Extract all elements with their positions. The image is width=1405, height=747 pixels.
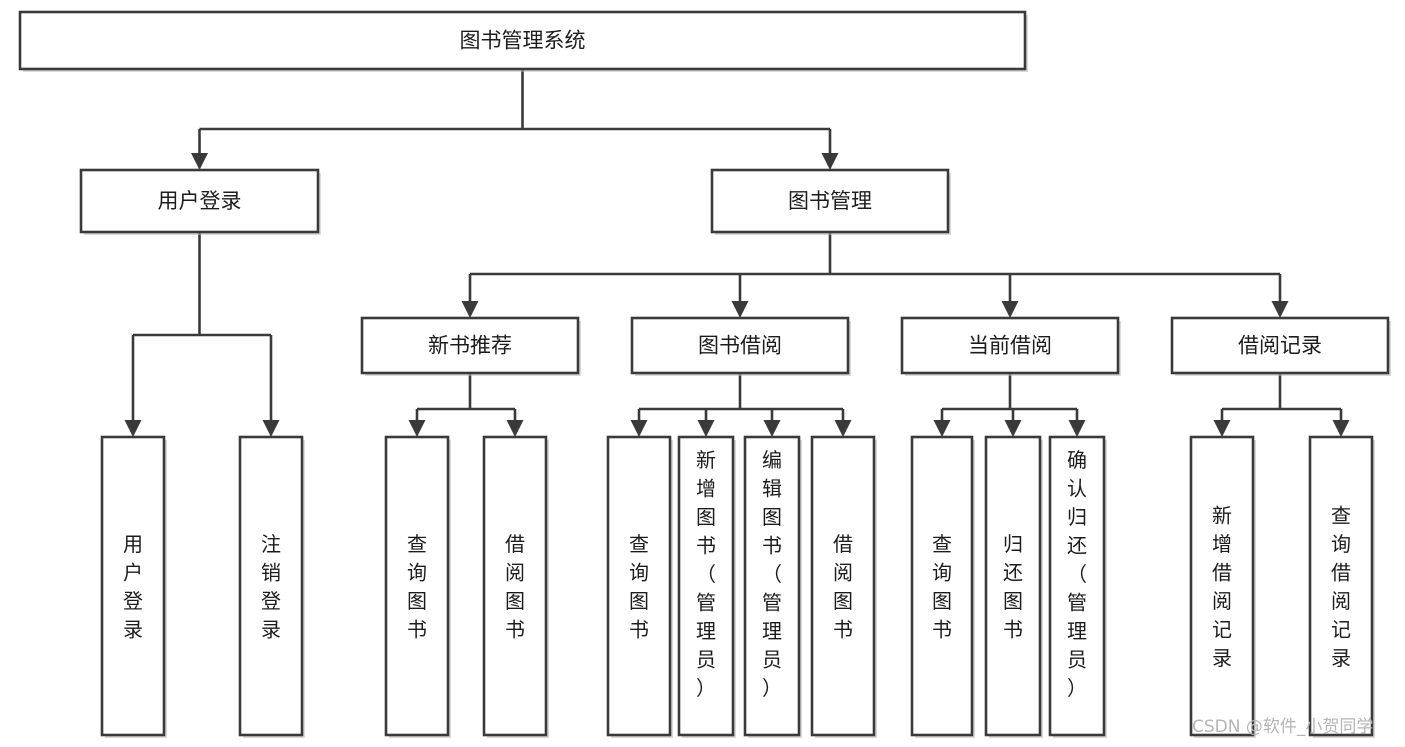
node-rect[interactable] [606, 435, 672, 737]
node-label: 图书管理 [788, 189, 872, 213]
node-boxes-group: 图书管理系统用户登录图书管理新书推荐图书借阅当前借阅借阅记录用户登录注销登录查询… [18, 10, 1391, 738]
node-rect[interactable] [1308, 435, 1374, 737]
node-label: 新增图书（管理员） [696, 448, 716, 700]
arrow-head-icon [821, 153, 839, 170]
node-rect[interactable] [100, 435, 166, 737]
node-label: 确认归还（管理员） [1067, 448, 1087, 700]
connector-group-book-borrow [630, 373, 852, 437]
arrow-head-icon [1332, 420, 1350, 437]
arrow-head-icon [1068, 420, 1086, 437]
node-label: 归还图书 [1003, 532, 1023, 642]
arrow-head-icon [461, 301, 479, 318]
node-rect[interactable] [910, 435, 974, 737]
node-leaf-leaf-return-book[interactable]: 归还图书 [984, 435, 1043, 738]
node-rect[interactable] [18, 10, 1027, 71]
node-label: 借阅记录 [1238, 334, 1322, 358]
node-rect[interactable] [710, 168, 950, 234]
node-level3-new-book-recommend[interactable]: 新书推荐 [360, 316, 581, 376]
connector-group-borrow-record [1213, 373, 1350, 437]
node-rect[interactable] [360, 316, 580, 375]
connector-group-root [191, 69, 839, 170]
arrow-head-icon [191, 153, 208, 170]
node-rect[interactable] [482, 435, 548, 737]
connector-group-book-management [461, 232, 1289, 318]
arrow-head-icon [697, 420, 715, 437]
node-label: 编辑图书（管理员） [762, 448, 782, 700]
node-leaf-leaf-logout-login[interactable]: 注销登录 [238, 435, 305, 738]
node-label: 新书推荐 [428, 334, 512, 358]
node-rect[interactable] [677, 435, 735, 737]
node-label: 当前借阅 [968, 334, 1052, 358]
connector-group-current-borrow [933, 373, 1086, 437]
node-rect[interactable] [1048, 435, 1106, 737]
node-rect[interactable] [810, 435, 876, 737]
node-level2-user-login[interactable]: 用户登录 [79, 168, 321, 235]
node-rect[interactable] [1170, 316, 1390, 375]
node-label: 查询图书 [932, 532, 952, 642]
node-label: 新增借阅记录 [1212, 504, 1232, 671]
arrow-head-icon [262, 420, 280, 437]
arrow-head-icon [763, 420, 781, 437]
arrow-head-icon [834, 420, 852, 437]
arrow-head-icon [408, 420, 426, 437]
csdn-watermark: CSDN @软件_小贺同学 [1192, 717, 1373, 737]
node-label: 用户登录 [123, 532, 143, 642]
arrow-head-icon [1213, 420, 1231, 437]
node-leaf-leaf-user-login[interactable]: 用户登录 [100, 435, 167, 738]
node-label: 查询借阅记录 [1331, 504, 1351, 671]
node-leaf-leaf-add-book-admin[interactable]: 新增图书（管理员） [677, 435, 736, 738]
node-label: 查询图书 [629, 532, 649, 642]
node-leaf-leaf-add-borrow-record[interactable]: 新增借阅记录 [1189, 435, 1256, 738]
node-leaf-leaf-query-borrow-record[interactable]: 查询借阅记录 [1308, 435, 1375, 738]
node-leaf-leaf-borrow-book-borrow[interactable]: 借阅图书 [810, 435, 877, 738]
arrow-head-icon [731, 301, 749, 318]
node-rect[interactable] [79, 168, 320, 234]
node-leaf-leaf-query-book-borrow[interactable]: 查询图书 [606, 435, 673, 738]
node-rect[interactable] [384, 435, 450, 737]
node-rect[interactable] [238, 435, 304, 737]
arrow-head-icon [506, 420, 524, 437]
node-level3-borrow-record[interactable]: 借阅记录 [1170, 316, 1391, 376]
node-label: 图书借阅 [698, 334, 782, 358]
arrow-head-icon [1001, 301, 1019, 318]
node-rect[interactable] [900, 316, 1120, 375]
node-rect[interactable] [743, 435, 801, 737]
node-level3-current-borrow[interactable]: 当前借阅 [900, 316, 1121, 376]
node-label: 图书管理系统 [460, 29, 586, 53]
arrow-head-icon [1004, 420, 1022, 437]
node-rect[interactable] [630, 316, 850, 375]
node-label: 用户登录 [158, 189, 242, 213]
connector-group-user-login [124, 232, 280, 437]
connector-lines-group [124, 69, 1350, 437]
node-leaf-leaf-confirm-return-admin[interactable]: 确认归还（管理员） [1048, 435, 1107, 738]
node-label: 借阅图书 [833, 532, 853, 642]
node-level2-book-management[interactable]: 图书管理 [710, 168, 951, 235]
node-label: 注销登录 [261, 532, 281, 642]
node-leaf-leaf-query-book-current[interactable]: 查询图书 [910, 435, 975, 738]
node-leaf-leaf-borrow-book-rec[interactable]: 借阅图书 [482, 435, 549, 738]
node-label: 查询图书 [407, 532, 427, 642]
node-leaf-leaf-edit-book-admin[interactable]: 编辑图书（管理员） [743, 435, 802, 738]
node-root-root[interactable]: 图书管理系统 [18, 10, 1028, 72]
node-label: 借阅图书 [505, 532, 525, 642]
node-rect[interactable] [1189, 435, 1255, 737]
arrow-head-icon [124, 420, 142, 437]
arrow-head-icon [630, 420, 648, 437]
node-level3-book-borrow[interactable]: 图书借阅 [630, 316, 851, 376]
arrow-head-icon [1271, 301, 1289, 318]
node-rect[interactable] [984, 435, 1042, 737]
arrow-head-icon [933, 420, 951, 437]
connector-group-new-book-recommend [408, 373, 524, 437]
node-leaf-leaf-query-book-rec[interactable]: 查询图书 [384, 435, 451, 738]
